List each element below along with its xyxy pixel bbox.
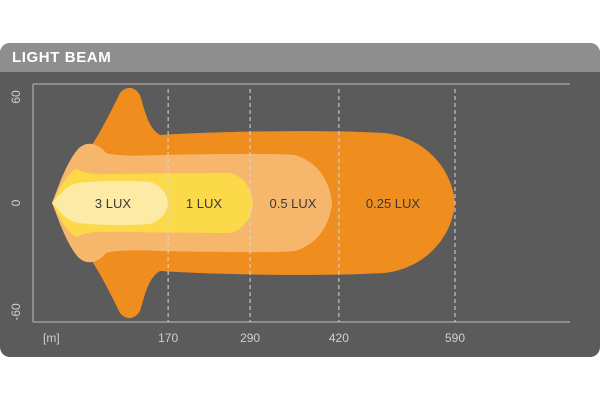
x-unit-label: [m] xyxy=(43,331,60,345)
chart-title: LIGHT BEAM xyxy=(12,49,112,66)
x-tick-label: 590 xyxy=(445,331,465,345)
card-header: LIGHT BEAM xyxy=(0,43,600,72)
zone-label-05-lux: 0.5 LUX xyxy=(270,196,317,211)
zone-label-1-lux: 1 LUX xyxy=(186,196,222,211)
zone-3-lux xyxy=(52,180,168,226)
light-beam-chart: 3 LUX 1 LUX 0.5 LUX 0.25 LUX [m] 170 290… xyxy=(9,83,570,345)
y-tick-label: 60 xyxy=(9,90,23,104)
x-tick-label: 170 xyxy=(158,331,178,345)
x-tick-label: 420 xyxy=(329,331,349,345)
y-tick-label: 0 xyxy=(9,199,23,206)
zone-label-3-lux: 3 LUX xyxy=(95,196,131,211)
gridlines xyxy=(167,89,456,322)
zone-label-025-lux: 0.25 LUX xyxy=(366,196,421,211)
light-beam-card: LIGHT BEAM 3 LUX 1 LUX 0.5 LUX 0.25 LUX … xyxy=(0,43,600,357)
x-tick-label: 290 xyxy=(240,331,260,345)
y-tick-label: -60 xyxy=(9,303,23,321)
